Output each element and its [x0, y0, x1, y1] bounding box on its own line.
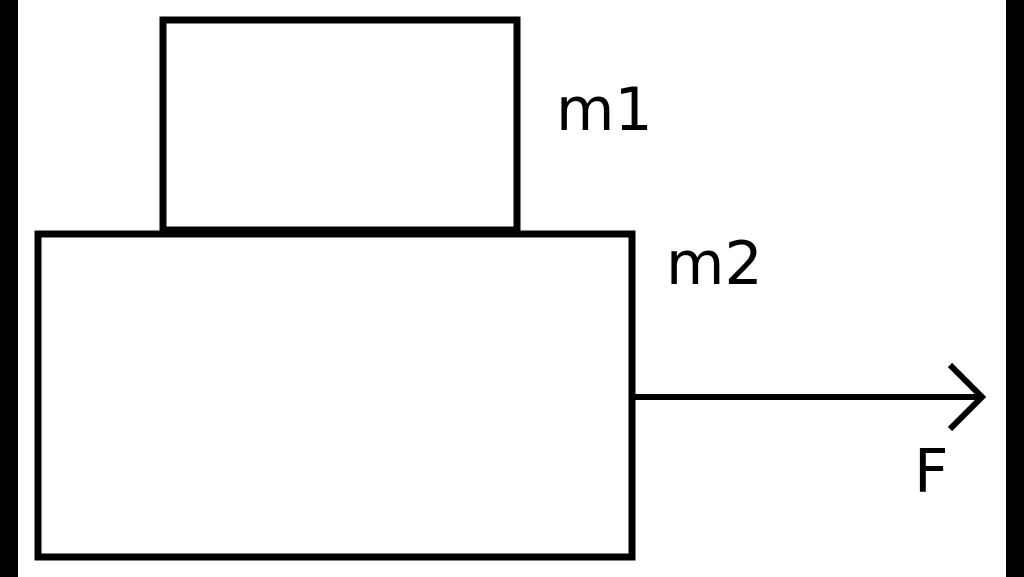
- upper-block: [159, 16, 521, 234]
- two-block-force-diagram: m1 m2 F: [34, 16, 987, 561]
- force-arrow-head: [947, 362, 987, 432]
- force-label: F: [914, 437, 949, 507]
- lower-block: [34, 230, 636, 561]
- lower-block-label: m2: [666, 229, 763, 299]
- upper-block-label: m1: [556, 75, 653, 145]
- force-arrow: [635, 362, 987, 432]
- diagram-canvas: m1 m2 F: [18, 0, 1006, 577]
